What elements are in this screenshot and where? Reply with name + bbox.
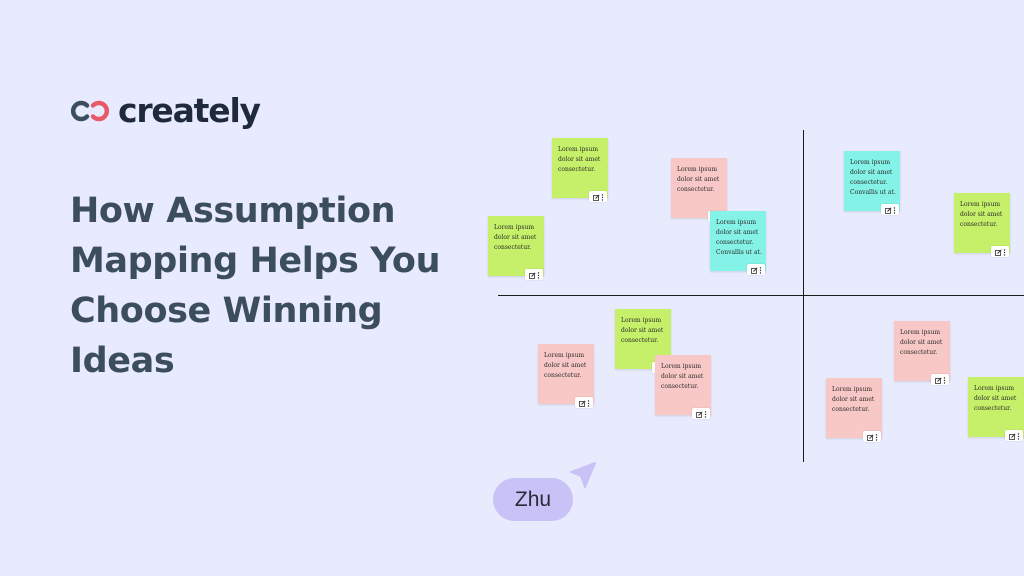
sticky-note-toolbar[interactable] bbox=[1005, 430, 1023, 441]
sticky-note-text: Lorem ipsum dolor sit amet consectetur. bbox=[900, 329, 943, 356]
sticky-note-toolbar[interactable] bbox=[881, 204, 899, 215]
more-vertical-icon[interactable] bbox=[704, 405, 707, 423]
sticky-note-text: Lorem ipsum dolor sit amet consectetur. … bbox=[716, 219, 762, 256]
edit-icon[interactable] bbox=[592, 188, 600, 206]
sticky-note-toolbar[interactable] bbox=[692, 408, 710, 419]
more-vertical-icon[interactable] bbox=[943, 371, 946, 389]
sticky-note[interactable]: Lorem ipsum dolor sit amet consectetur. bbox=[552, 138, 608, 202]
sticky-note[interactable]: Lorem ipsum dolor sit amet consectetur. bbox=[538, 344, 594, 408]
horizontal-axis bbox=[498, 295, 1024, 296]
collaborator-name: Zhu bbox=[514, 487, 552, 511]
sticky-note[interactable]: Lorem ipsum dolor sit amet consectetur. bbox=[826, 378, 882, 442]
sticky-note[interactable]: Lorem ipsum dolor sit amet consectetur. bbox=[968, 377, 1024, 441]
edit-icon[interactable] bbox=[578, 394, 586, 412]
edit-icon[interactable] bbox=[866, 428, 874, 446]
edit-icon[interactable] bbox=[528, 266, 536, 284]
vertical-axis bbox=[803, 130, 804, 462]
sticky-note-toolbar[interactable] bbox=[863, 431, 881, 442]
sticky-note[interactable]: Lorem ipsum dolor sit amet consectetur. … bbox=[844, 151, 900, 215]
more-vertical-icon[interactable] bbox=[875, 428, 878, 446]
sticky-note[interactable]: Lorem ipsum dolor sit amet consectetur. bbox=[954, 193, 1010, 257]
more-vertical-icon[interactable] bbox=[537, 266, 540, 284]
sticky-note-toolbar[interactable] bbox=[991, 246, 1009, 257]
more-vertical-icon[interactable] bbox=[587, 394, 590, 412]
sticky-note-toolbar[interactable] bbox=[931, 374, 949, 385]
sticky-note-text: Lorem ipsum dolor sit amet consectetur. bbox=[544, 352, 587, 379]
sticky-note-text: Lorem ipsum dolor sit amet consectetur. bbox=[677, 166, 720, 193]
sticky-note-toolbar[interactable] bbox=[575, 397, 593, 408]
sticky-note-text: Lorem ipsum dolor sit amet consectetur. bbox=[832, 386, 875, 413]
sticky-note[interactable]: Lorem ipsum dolor sit amet consectetur. bbox=[894, 321, 950, 385]
edit-icon[interactable] bbox=[1008, 427, 1016, 445]
more-vertical-icon[interactable] bbox=[601, 188, 604, 206]
sticky-note-text: Lorem ipsum dolor sit amet consectetur. bbox=[621, 317, 664, 344]
edit-icon[interactable] bbox=[994, 243, 1002, 261]
edit-icon[interactable] bbox=[695, 405, 703, 423]
edit-icon[interactable] bbox=[934, 371, 942, 389]
more-vertical-icon[interactable] bbox=[759, 261, 762, 279]
sticky-note[interactable]: Lorem ipsum dolor sit amet consectetur. bbox=[655, 355, 711, 419]
sticky-note-text: Lorem ipsum dolor sit amet consectetur. bbox=[661, 363, 704, 390]
edit-icon[interactable] bbox=[750, 261, 758, 279]
collaborator-label: Zhu bbox=[493, 478, 573, 521]
sticky-note-toolbar[interactable] bbox=[525, 269, 543, 280]
brand-name: creately bbox=[118, 91, 261, 130]
edit-icon[interactable] bbox=[884, 201, 892, 219]
sticky-note-toolbar[interactable] bbox=[747, 264, 765, 275]
more-vertical-icon[interactable] bbox=[1017, 427, 1020, 445]
sticky-note-text: Lorem ipsum dolor sit amet consectetur. bbox=[974, 385, 1017, 412]
page-title: How Assumption Mapping Helps You Choose … bbox=[70, 191, 441, 381]
sticky-note-text: Lorem ipsum dolor sit amet consectetur. bbox=[494, 224, 537, 251]
sticky-note-text: Lorem ipsum dolor sit amet consectetur. bbox=[558, 146, 601, 173]
creately-logo: creately bbox=[70, 91, 261, 130]
more-vertical-icon[interactable] bbox=[893, 201, 896, 219]
cursor-arrow-icon bbox=[570, 462, 596, 488]
sticky-note[interactable]: Lorem ipsum dolor sit amet consectetur. … bbox=[710, 211, 766, 275]
sticky-note-toolbar[interactable] bbox=[589, 191, 607, 202]
more-vertical-icon[interactable] bbox=[1003, 243, 1006, 261]
sticky-note-text: Lorem ipsum dolor sit amet consectetur. bbox=[960, 201, 1003, 228]
sticky-note[interactable]: Lorem ipsum dolor sit amet consectetur. bbox=[488, 216, 544, 280]
sticky-note-text: Lorem ipsum dolor sit amet consectetur. … bbox=[850, 159, 896, 196]
creately-logo-icon bbox=[71, 100, 109, 121]
sticky-note[interactable]: Lorem ipsum dolor sit amet consectetur. bbox=[671, 158, 727, 222]
